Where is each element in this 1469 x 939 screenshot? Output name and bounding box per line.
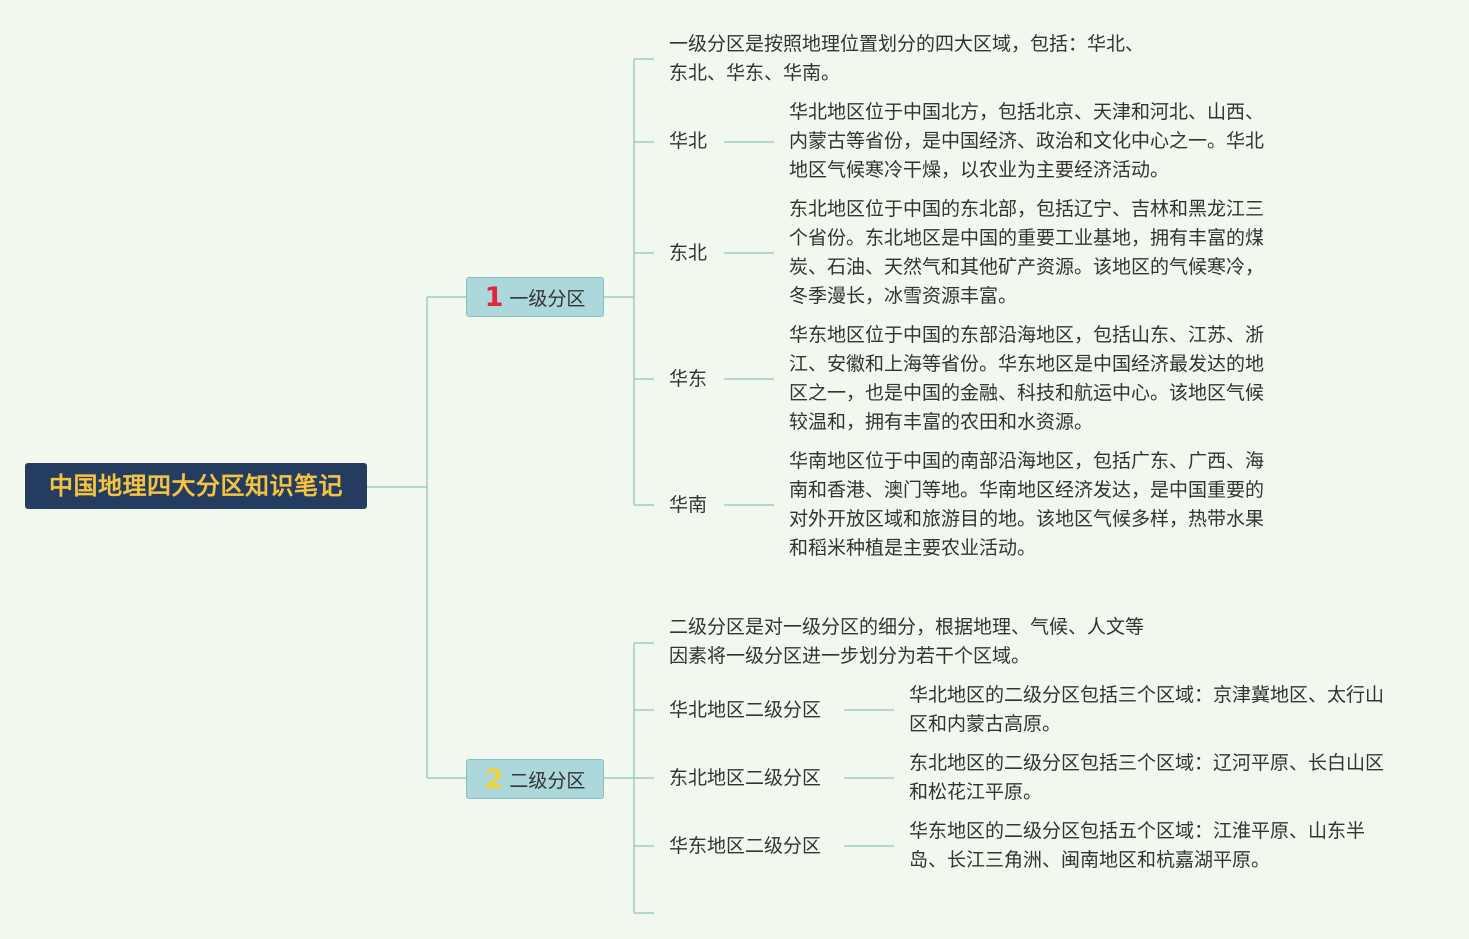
level1-intro: 一级分区是按照地理位置划分的四大区域，包括：华北、 东北、华东、华南。 [669, 33, 1145, 84]
subtopic-dongbei[interactable]: 东北 [669, 242, 708, 264]
root-title: 中国地理四大分区知识笔记 [49, 472, 343, 500]
detail-huanan: 华南地区位于中国的南部沿海地区，包括广东、广西、海 南和香港、澳门等地。华南地区… [789, 450, 1265, 559]
branch-number-badge: 1 [484, 281, 504, 313]
level2-intro: 二级分区是对一级分区的细分，根据地理、气候、人文等 因素将一级分区进一步划分为若… [669, 616, 1145, 667]
branch-label: 一级分区 [509, 287, 586, 310]
subtopic-huanan[interactable]: 华南 [669, 494, 708, 516]
branch-label: 二级分区 [509, 769, 586, 792]
root-topic[interactable]: 中国地理四大分区知识笔记 [25, 463, 367, 509]
branch-number-badge: 2 [484, 763, 504, 795]
detail-dongbei: 东北地区位于中国的东北部，包括辽宁、吉林和黑龙江三 个省份。东北地区是中国的重要… [789, 198, 1265, 307]
subtopic-huadong-secondary[interactable]: 华东地区二级分区 [669, 835, 822, 857]
detail-huadong: 华东地区位于中国的东部沿海地区，包括山东、江苏、浙 江、安徽和上海等省份。华东地… [789, 324, 1265, 433]
subtopic-huabei-secondary[interactable]: 华北地区二级分区 [669, 699, 822, 721]
subtopic-huadong[interactable]: 华东 [669, 368, 708, 390]
subtopic-huabei[interactable]: 华北 [669, 130, 708, 152]
branch-level-2[interactable]: 2 二级分区 [466, 759, 604, 799]
detail-dongbei-secondary: 东北地区的二级分区包括三个区域：辽河平原、长白山区 和松花江平原。 [909, 752, 1385, 803]
detail-huabei-secondary: 华北地区的二级分区包括三个区域：京津冀地区、太行山 区和内蒙古高原。 [909, 684, 1385, 735]
branch-level-1[interactable]: 1 一级分区 [466, 277, 604, 317]
detail-huabei: 华北地区位于中国北方，包括北京、天津和河北、山西、 内蒙古等省份，是中国经济、政… [789, 101, 1265, 181]
detail-huadong-secondary: 华东地区的二级分区包括五个区域：江淮平原、山东半 岛、长江三角洲、闽南地区和杭嘉… [909, 820, 1366, 871]
subtopic-dongbei-secondary[interactable]: 东北地区二级分区 [669, 767, 822, 789]
